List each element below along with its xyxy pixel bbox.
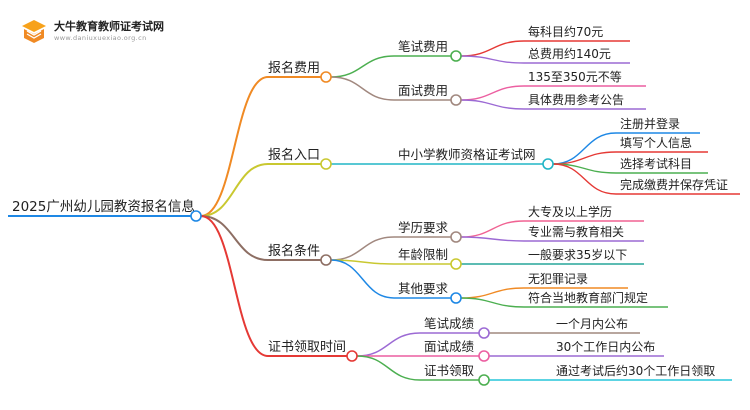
subtopic-label: 笔试成绩	[424, 316, 475, 331]
subtopic-connector	[330, 259, 395, 265]
branch-connector	[200, 215, 269, 261]
leaf-label: 具体费用参考公告	[528, 92, 624, 107]
book-logo-icon	[22, 20, 46, 43]
leaf-label: 填写个人信息	[620, 135, 692, 150]
subtopic-node[interactable]	[450, 94, 462, 106]
leaf-connector	[460, 99, 525, 110]
subtopic-node[interactable]	[450, 292, 462, 304]
subtopic-node[interactable]	[478, 350, 490, 362]
leaf-label: 30个工作日内公布	[556, 340, 655, 354]
site-url: www.daniuxuexiao.org.cn	[54, 34, 147, 42]
leaf-connector	[460, 40, 525, 57]
subtopic-label: 笔试费用	[398, 39, 448, 54]
root-node[interactable]	[190, 210, 202, 222]
leaf-label: 符合当地教育部门规定	[528, 290, 648, 305]
branch-node[interactable]	[320, 71, 332, 83]
leaf-connector	[552, 132, 617, 165]
leaf-connector	[460, 287, 525, 299]
subtopic-label: 学历要求	[398, 220, 449, 235]
leaf-label: 通过考试后约30个工作日领取	[556, 363, 715, 378]
branch-label: 报名入口	[268, 147, 320, 163]
leaf-label: 135至350元不等	[528, 70, 622, 84]
subtopic-label: 中小学教师资格证考试网	[398, 147, 536, 162]
subtopic-node[interactable]	[542, 158, 554, 170]
leaf-label: 完成缴费并保存凭证	[620, 177, 728, 192]
leaf-label: 一般要求35岁以下	[528, 247, 627, 262]
leaf-connector	[460, 236, 525, 242]
leaf-label: 专业需与教育相关	[528, 224, 624, 239]
branch-node[interactable]	[320, 158, 332, 170]
subtopic-connector	[356, 332, 421, 357]
subtopic-connector	[330, 76, 395, 101]
root-topic: 2025广州幼儿园教资报名信息	[12, 198, 195, 215]
subtopic-connector	[330, 259, 395, 299]
leaf-label: 总费用约140元	[528, 46, 611, 61]
site-logo[interactable]: 大牛教育教师证考试网 www.daniuxuexiao.org.cn	[18, 14, 228, 50]
leaf-connector	[460, 55, 525, 64]
branch-label: 报名条件	[268, 243, 320, 259]
leaf-connector	[552, 163, 617, 195]
subtopic-label: 其他要求	[398, 281, 449, 296]
branch-connector	[200, 163, 269, 217]
site-name: 大牛教育教师证考试网	[54, 20, 164, 33]
leaf-connector	[460, 220, 525, 238]
subtopic-connector	[356, 355, 421, 381]
subtopic-label: 证书领取	[424, 363, 475, 378]
subtopic-label: 面试成绩	[424, 339, 475, 354]
branch-connector	[200, 215, 269, 357]
branch-node[interactable]	[320, 254, 332, 266]
subtopic-node[interactable]	[450, 258, 462, 270]
leaf-label: 选择考试科目	[620, 156, 692, 171]
subtopic-connector	[330, 236, 395, 261]
branch-node[interactable]	[346, 350, 358, 362]
subtopic-label: 面试费用	[398, 83, 448, 98]
branch-connector	[200, 76, 269, 217]
leaf-label: 每科目约70元	[528, 24, 603, 39]
branch-label: 报名费用	[268, 60, 320, 76]
leaf-label: 大专及以上学历	[528, 204, 612, 219]
branch-label: 证书领取时间	[268, 340, 346, 355]
subtopic-node[interactable]	[478, 327, 490, 339]
subtopic-label: 年龄限制	[398, 247, 448, 262]
leaf-connector	[460, 297, 525, 308]
subtopic-node[interactable]	[450, 231, 462, 243]
leaf-label: 注册并登录	[620, 116, 680, 131]
leaf-label: 无犯罪记录	[528, 272, 588, 286]
leaf-label: 一个月内公布	[556, 317, 628, 331]
subtopic-node[interactable]	[478, 374, 490, 386]
subtopic-node[interactable]	[450, 50, 462, 62]
leaf-connector	[460, 85, 525, 101]
subtopic-connector	[330, 55, 395, 78]
